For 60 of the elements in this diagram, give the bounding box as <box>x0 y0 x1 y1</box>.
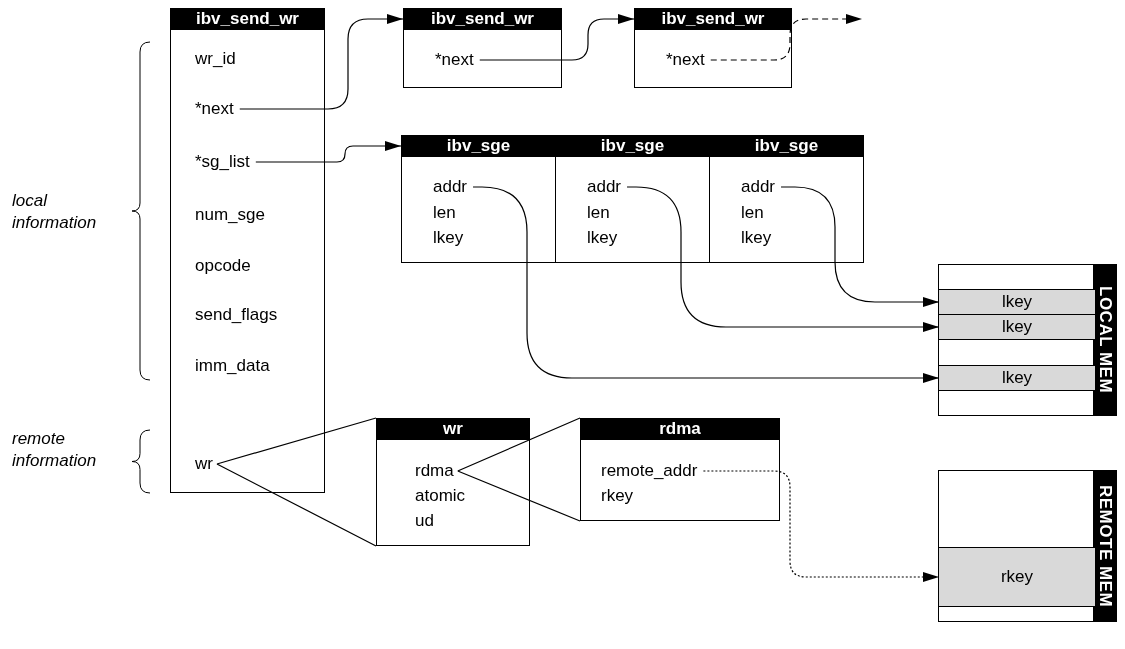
expansion-lines <box>216 417 377 547</box>
field-name: num_sge <box>195 205 265 225</box>
memory-row: lkey <box>939 314 1095 340</box>
struct-header: wr <box>376 418 530 440</box>
struct-table <box>403 8 562 88</box>
memory-label: REMOTE MEM <box>1093 470 1117 622</box>
memory-block <box>938 264 1117 416</box>
arrow <box>626 186 940 332</box>
memory-label: LOCAL MEM <box>1093 264 1117 416</box>
struct-table <box>376 418 530 546</box>
field-name: remote_addr <box>601 461 699 481</box>
arrow <box>710 14 863 61</box>
field-name: len <box>587 203 610 223</box>
field-name: rkey <box>601 486 634 506</box>
field-name: len <box>741 203 764 223</box>
field-name: imm_data <box>195 356 270 376</box>
memory-block <box>938 470 1117 622</box>
struct-table <box>401 135 556 263</box>
field-name: lkey <box>587 228 618 248</box>
arrow <box>702 470 940 582</box>
struct-header: ibv_sge <box>709 135 864 157</box>
field-name: *next <box>435 50 475 70</box>
struct-table <box>170 8 325 493</box>
field-name: send_flags <box>195 305 278 325</box>
field-name: addr <box>741 177 777 197</box>
memory-row: lkey <box>939 365 1095 391</box>
memory-row: lkey <box>939 289 1095 315</box>
memory-row: rkey <box>939 547 1095 607</box>
struct-header: ibv_send_wr <box>170 8 325 30</box>
expansion-lines <box>457 417 581 522</box>
field-name: opcode <box>195 256 251 276</box>
field-name: wr <box>195 454 214 474</box>
field-name: wr_id <box>195 49 236 69</box>
arrow <box>472 186 940 383</box>
struct-header: ibv_send_wr <box>634 8 792 30</box>
struct-table <box>555 135 710 263</box>
field-name: addr <box>587 177 623 197</box>
struct-table <box>580 418 780 521</box>
struct-table <box>634 8 792 88</box>
struct-header: rdma <box>580 418 780 440</box>
struct-header: ibv_sge <box>401 135 556 157</box>
field-name: addr <box>433 177 469 197</box>
arrow <box>780 186 940 307</box>
field-name: lkey <box>741 228 772 248</box>
field-name: *sg_list <box>195 152 251 172</box>
arrow <box>239 14 404 110</box>
field-name: atomic <box>415 486 466 506</box>
field-name: *next <box>195 99 235 119</box>
arrow <box>479 14 635 61</box>
group-label: local information <box>12 190 98 234</box>
field-name: len <box>433 203 456 223</box>
field-name: rdma <box>415 461 455 481</box>
field-name: lkey <box>433 228 464 248</box>
struct-table <box>709 135 864 263</box>
field-name: *next <box>666 50 706 70</box>
field-name: ud <box>415 511 434 531</box>
struct-header: ibv_send_wr <box>403 8 562 30</box>
arrow <box>255 141 402 163</box>
group-label: remote information <box>12 428 98 472</box>
struct-header: ibv_sge <box>555 135 710 157</box>
